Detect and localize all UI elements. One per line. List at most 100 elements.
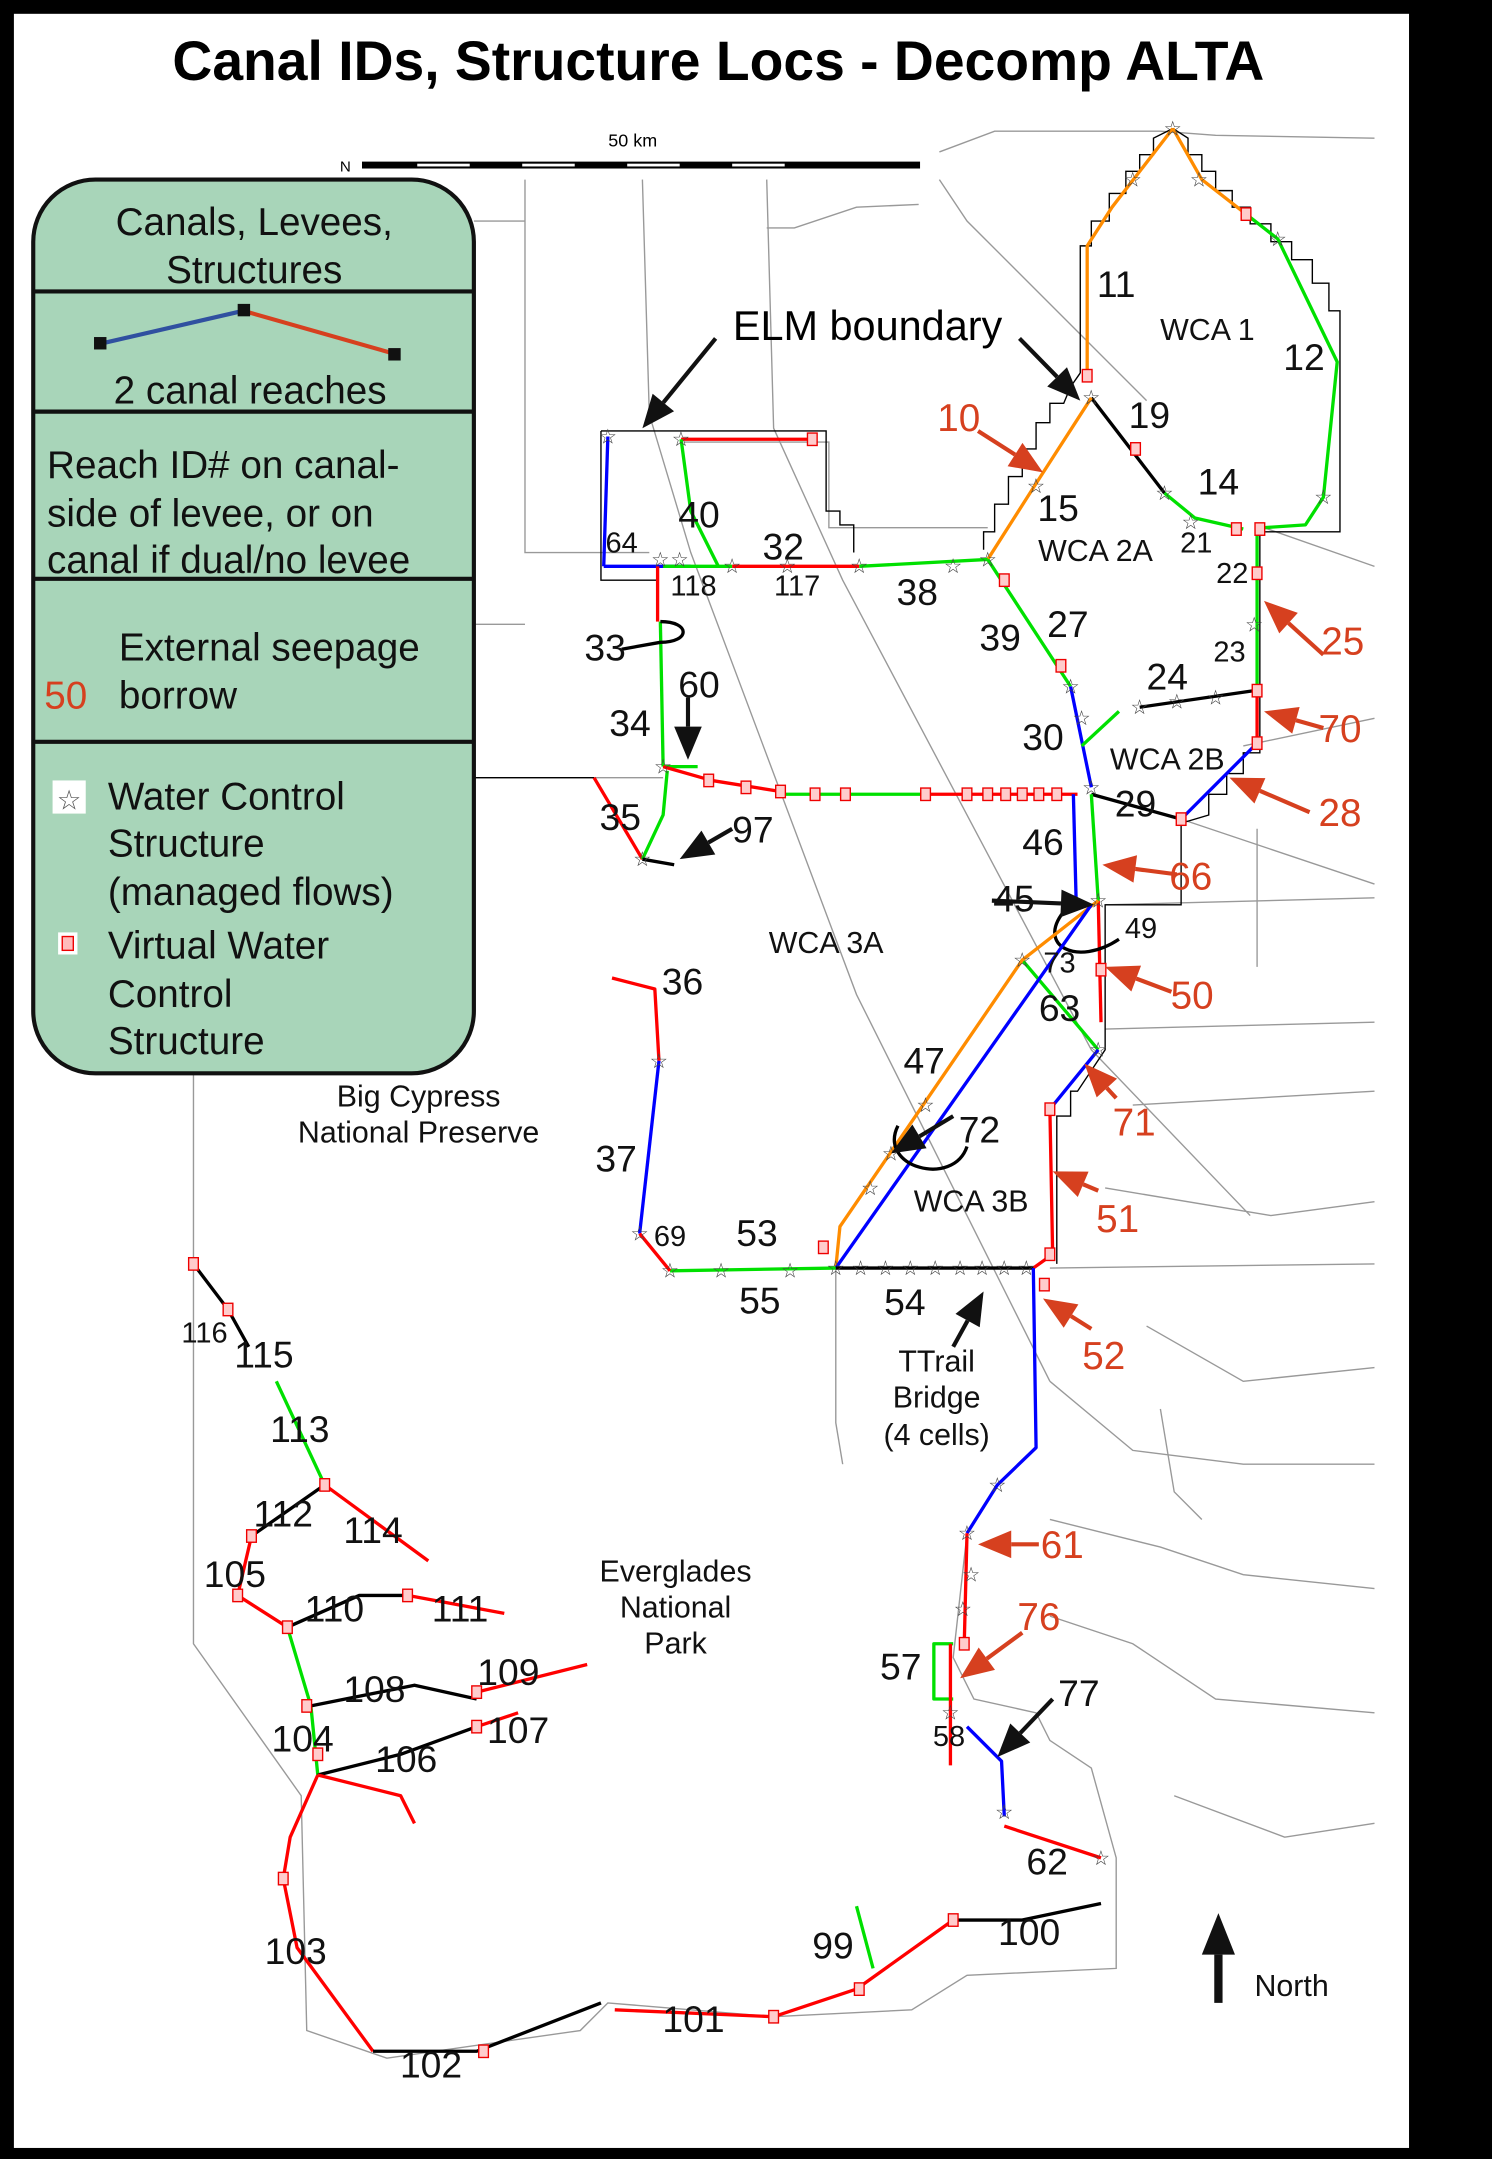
legend-wcs-label: Structure [108, 822, 265, 865]
virtual-structure-icon [768, 2009, 780, 2024]
canal-id-label: 102 [400, 2044, 462, 2086]
virtual-structure-icon [817, 1240, 829, 1255]
seepage-arrow-icon [1105, 965, 1173, 994]
virtual-structure-icon [1044, 1102, 1056, 1117]
canal-id-label: 24 [1147, 655, 1188, 697]
canal-id-label: 116 [181, 1318, 227, 1350]
virtual-structure-icon [319, 1478, 331, 1492]
virtual-structure-icon [281, 1620, 293, 1635]
water-control-structure-icon: ☆ [926, 1257, 945, 1280]
north-arrow-icon [1201, 1913, 1235, 2003]
virtual-structure-icon [1240, 207, 1252, 222]
virtual-structure-icon [1230, 522, 1242, 536]
virtual-structure-icon [1095, 962, 1107, 977]
virtual-structure-icon [402, 1588, 414, 1603]
canal-id-label: 39 [979, 617, 1020, 659]
canal-id-label: 58 [933, 1721, 965, 1753]
canal-id-label: 19 [1129, 394, 1170, 436]
virtual-structure-icon [222, 1302, 234, 1317]
canal-id-label: 34 [609, 702, 650, 744]
virtual-structure-icon [703, 773, 715, 788]
water-control-structure-icon: ☆ [1089, 1039, 1108, 1062]
virtual-structure-markers [187, 207, 1266, 2059]
canal-id-label: 101 [662, 1998, 724, 2040]
water-control-structure-icon: ☆ [778, 555, 797, 578]
area-wca1: WCA 1 [1160, 313, 1255, 347]
water-control-structure-icon: ☆ [1017, 1257, 1036, 1280]
black-pointer-arrow-icon [991, 889, 1095, 918]
virtual-structure-icon [1251, 736, 1263, 751]
water-control-structure-icon: ☆ [861, 1177, 880, 1200]
water-control-structure-icon: ☆ [1061, 675, 1080, 698]
virtual-structure-icon [1251, 566, 1263, 581]
canal-id-label: 11 [1097, 263, 1136, 305]
water-control-structure-icon: ☆ [941, 1702, 960, 1725]
seepage-arrow-icon [976, 429, 1043, 473]
water-control-structure-icon: ☆ [995, 1801, 1014, 1824]
virtual-structure-icon [232, 1588, 244, 1603]
canal-id-label: 69 [654, 1221, 686, 1253]
water-control-structure-icon: ☆ [650, 1050, 669, 1073]
canal-id-label: 112 [254, 1492, 313, 1534]
virtual-structure-icon [839, 787, 851, 802]
canal-id-label: 15 [1037, 487, 1078, 529]
canal-id-label: 115 [234, 1334, 293, 1376]
water-control-structure-icon: ☆ [672, 428, 691, 451]
scale-north-mark: N [340, 158, 351, 175]
water-control-structure-icon: ☆ [988, 1474, 1007, 1497]
canal-id-label: 36 [662, 961, 703, 1003]
legend-seepage-id: 50 [44, 675, 87, 718]
area-everglades: National [620, 1591, 731, 1625]
canal-id-label: 22 [1216, 558, 1248, 590]
virtual-structure-icon [312, 1747, 324, 1762]
water-control-structure-icon: ☆ [1013, 949, 1032, 972]
water-control-structure-icon: ☆ [954, 1598, 973, 1621]
area-wca3a: WCA 3A [769, 926, 885, 960]
virtual-structure-icon [809, 787, 821, 802]
canal-id-label: 55 [739, 1280, 780, 1322]
scale-bar: 50 km N [340, 130, 921, 175]
canal-id-label: 21 [1180, 528, 1212, 560]
canal-id-label: 46 [1022, 821, 1063, 863]
legend-seepage-label: External seepage [119, 626, 420, 669]
virtual-structure-icon [806, 432, 818, 447]
virtual-structure-icon [740, 780, 752, 795]
seepage-arrow-icon [1263, 600, 1325, 657]
legend-vwcs-label: Virtual Water [108, 925, 329, 968]
ttrail-label: TTrail [898, 1345, 975, 1379]
water-control-structure-icon: ☆ [827, 1257, 846, 1280]
canal-id-label: 97 [732, 809, 773, 851]
legend-seepage-label: borrow [119, 675, 238, 718]
water-control-structure-icon: ☆ [951, 1257, 970, 1280]
canal-id-label: 53 [736, 1212, 777, 1254]
seepage-id-label: 28 [1318, 792, 1361, 835]
water-control-structure-icon: ☆ [1082, 387, 1101, 410]
black-pointer-arrow-icon [997, 1697, 1055, 1758]
canal-id-label: 108 [343, 1668, 405, 1710]
water-control-structure-icon: ☆ [944, 555, 963, 578]
water-control-structure-icon: ☆ [876, 1257, 895, 1280]
virtual-structure-icon [775, 784, 787, 799]
area-wca2a: WCA 2A [1038, 534, 1154, 568]
canal-id-label: 72 [959, 1108, 1000, 1150]
scale-label: 50 km [608, 130, 657, 150]
virtual-structure-icon [245, 1529, 258, 1543]
virtual-structure-icon [301, 1699, 313, 1713]
water-control-structure-icon: ☆ [781, 1260, 800, 1283]
legend-star-icon: ☆ [57, 784, 82, 815]
water-control-structure-icon: ☆ [1082, 776, 1101, 799]
canal-id-label: 35 [600, 796, 641, 838]
virtual-structure-icon [471, 1719, 483, 1734]
canal-id-label: 40 [678, 494, 719, 536]
legend-reach-note: canal if dual/no levee [47, 539, 410, 582]
black-pointer-arrow-icon [674, 697, 702, 760]
ttrail-label: (4 cells) [883, 1418, 989, 1452]
canal-id-label: 107 [487, 1709, 549, 1751]
area-everglades: Park [644, 1626, 707, 1660]
canal-id-label: 114 [343, 1509, 402, 1551]
canal-id-label: 32 [763, 525, 804, 567]
area-big-cypress: National Preserve [298, 1115, 539, 1149]
virtual-structure-icon [1055, 658, 1067, 673]
